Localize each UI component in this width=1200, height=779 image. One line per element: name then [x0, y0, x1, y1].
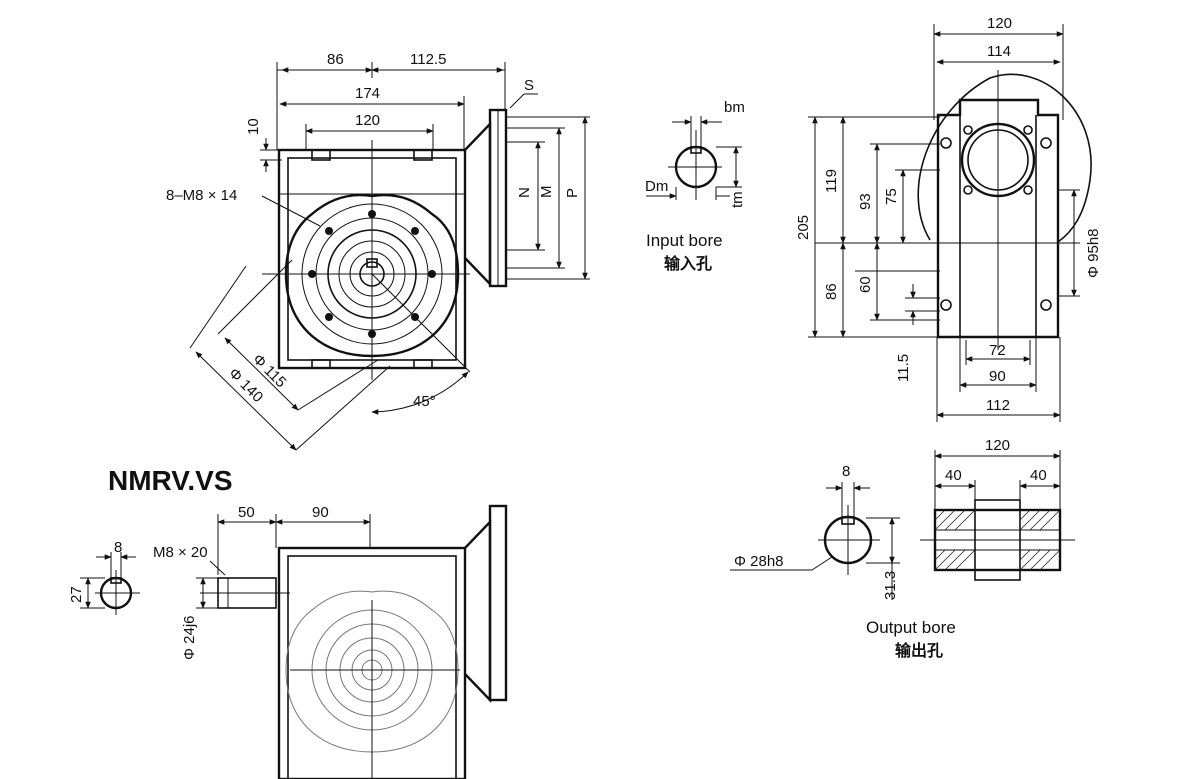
input-bore-label-en: Input bore: [646, 231, 723, 250]
dim-120: 120: [355, 112, 380, 129]
side-view: 120 114 205 119 93 75 86: [795, 15, 1102, 422]
bottom-dim-90: 90: [312, 504, 329, 521]
bottom-dim-50: 50: [238, 504, 255, 521]
front-view: 86 112.5 174 120 10: [166, 51, 590, 451]
output-bore-label-en: Output bore: [866, 618, 956, 637]
side-dim-phi95: Φ 95h8: [1085, 228, 1102, 278]
input-bore: bm Dm tm Input bore 输入孔: [645, 99, 746, 273]
bolts-label: 8–M8 × 14: [166, 187, 237, 204]
page-title: NMRV.VS: [108, 465, 233, 496]
dim-s: S: [524, 77, 534, 94]
dim-174: 174: [355, 85, 380, 102]
side-dim-75: 75: [883, 188, 900, 205]
side-dim-90: 90: [989, 368, 1006, 385]
dim-86: 86: [327, 51, 344, 68]
dim-n: N: [516, 187, 533, 198]
bottom-view: 50 90 M8 × 20 Φ 24j6: [153, 504, 508, 779]
shaft-dim-8: 8: [114, 539, 122, 556]
side-dim-119: 119: [823, 169, 840, 193]
dim-112-5: 112.5: [410, 51, 446, 68]
output-bore: 8 31.3 Φ 28h8: [730, 437, 1075, 660]
output-phi28: Φ 28h8: [734, 553, 784, 570]
input-bm: bm: [724, 99, 745, 116]
output-bore-label-zh: 输出孔: [895, 641, 943, 660]
motor-flange: N M P S: [464, 77, 590, 288]
input-dm: Dm: [645, 178, 668, 195]
shaft-section: 8 27: [68, 539, 140, 615]
front-top-dims: 86 112.5 174 120 10: [245, 51, 506, 172]
output-dim-120: 120: [985, 437, 1010, 454]
side-dim-60: 60: [857, 276, 874, 293]
side-dim-86: 86: [823, 283, 840, 300]
output-dim-40-right: 40: [1030, 467, 1047, 484]
shaft-dim-27: 27: [68, 586, 85, 603]
side-dim-72: 72: [989, 342, 1006, 359]
dim-angle: 45°: [413, 393, 436, 410]
side-dim-114: 114: [987, 43, 1011, 60]
dim-m: M: [538, 186, 555, 199]
dim-p: P: [564, 188, 581, 198]
side-dim-120: 120: [987, 15, 1012, 32]
side-dim-11-5: 11.5: [895, 354, 912, 382]
output-dim-31-3: 31.3: [882, 571, 899, 600]
side-dim-205: 205: [795, 215, 812, 240]
input-bore-label-zh: 输入孔: [664, 254, 712, 273]
output-dim-8: 8: [842, 463, 850, 480]
input-tm: tm: [729, 191, 746, 208]
output-dim-40-left: 40: [945, 467, 962, 484]
bottom-phi24: Φ 24j6: [181, 616, 198, 661]
section-hatching: [934, 509, 1061, 571]
dim-10: 10: [245, 118, 262, 135]
side-dim-93: 93: [857, 193, 874, 210]
side-dim-112: 112: [986, 397, 1010, 414]
front-gear: 8–M8 × 14: [166, 187, 460, 358]
bottom-m8x20: M8 × 20: [153, 544, 208, 561]
